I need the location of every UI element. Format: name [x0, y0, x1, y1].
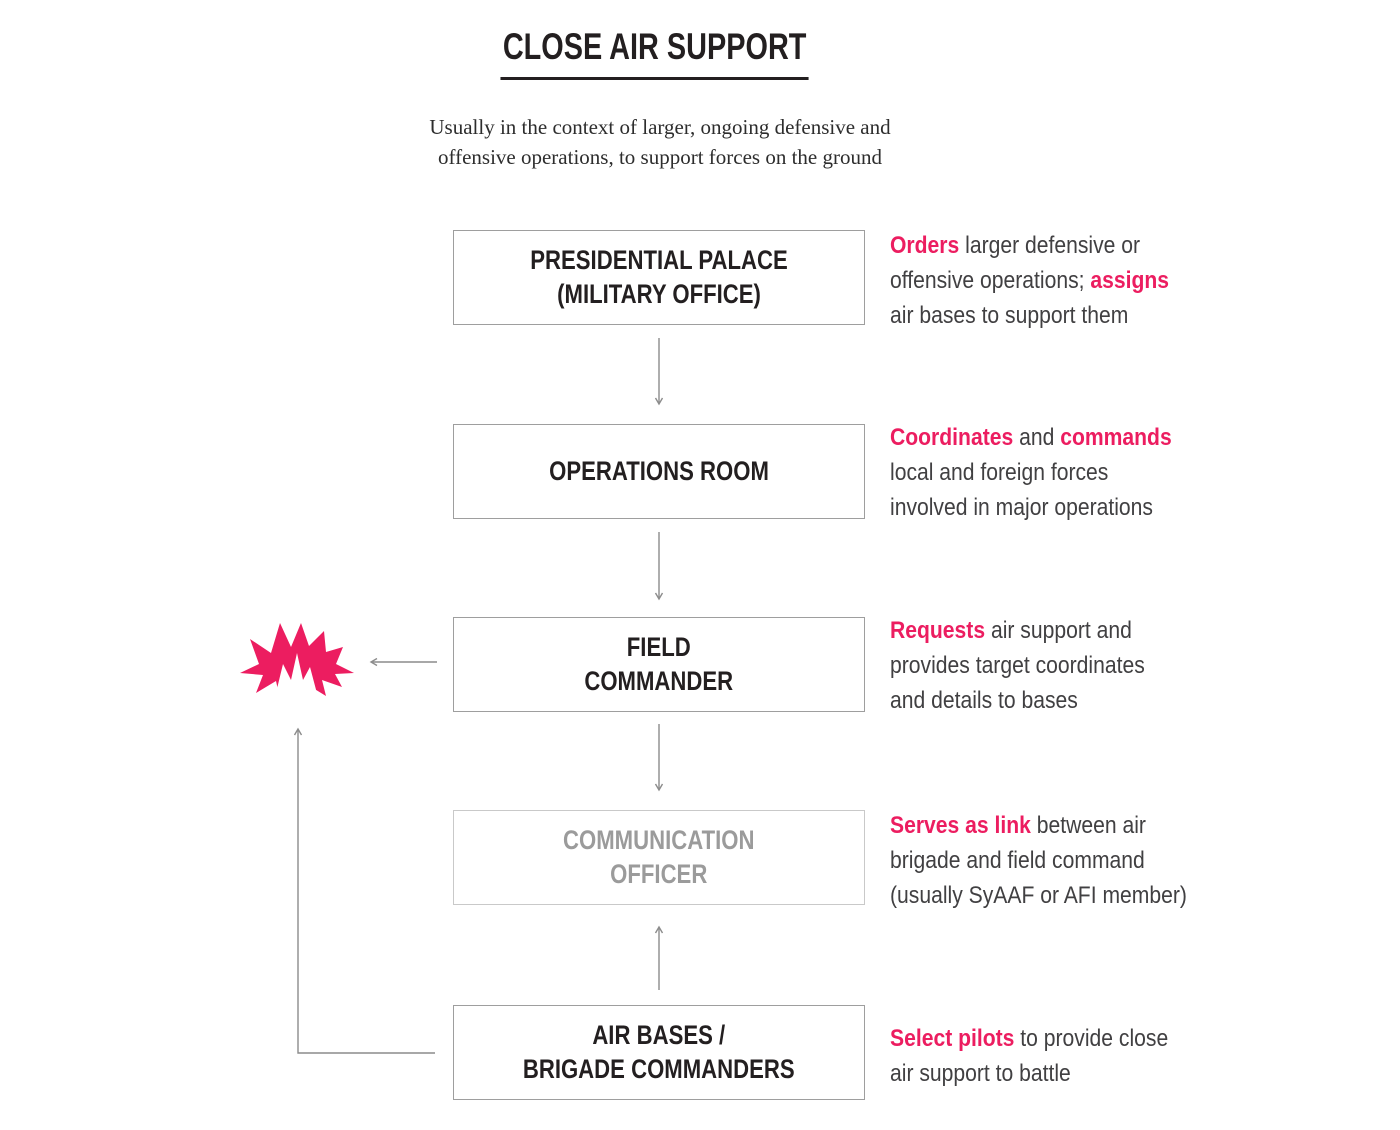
- annotation-text: provides target coordinates: [890, 652, 1145, 679]
- annotation-text: larger defensive or: [959, 232, 1141, 259]
- node-field-commander: FIELD COMMANDER: [453, 617, 865, 712]
- subtitle-line: Usually in the context of larger, ongoin…: [429, 115, 891, 139]
- node-presidential-palace: PRESIDENTIAL PALACE (MILITARY OFFICE): [453, 230, 865, 325]
- explosion-icon: [240, 623, 354, 701]
- node-operations-room: OPERATIONS ROOM: [453, 424, 865, 519]
- annotation-text: air support and: [985, 617, 1132, 644]
- annotation-field-commander: Requests air support and provides target…: [890, 613, 1194, 718]
- annotation-line: provides target coordinates: [890, 648, 1194, 683]
- node-label: PRESIDENTIAL PALACE (MILITARY OFFICE): [530, 245, 788, 309]
- page-title-text: CLOSE AIR SUPPORT: [500, 26, 810, 80]
- annotation-air-bases: Select pilots to provide close air suppo…: [890, 1021, 1194, 1091]
- annotation-line: Select pilots to provide close: [890, 1021, 1194, 1056]
- arrow-airbases-to-explosion: [293, 727, 435, 1054]
- node-label: OPERATIONS ROOM: [549, 455, 769, 486]
- node-label: AIR BASES / BRIGADE COMMANDERS: [523, 1020, 795, 1084]
- node-label: FIELD COMMANDER: [584, 632, 734, 696]
- annotation-text: and: [1013, 424, 1061, 451]
- annotation-operations-room: Coordinates and commands local and forei…: [890, 420, 1194, 525]
- annotation-line: Orders larger defensive or: [890, 228, 1194, 263]
- annotation-line: Requests air support and: [890, 613, 1194, 648]
- annotation-text: brigade and field command: [890, 847, 1145, 874]
- annotation-highlight: Select pilots: [890, 1025, 1015, 1052]
- annotation-highlight: Serves as link: [890, 812, 1031, 839]
- annotation-text: involved in major operations: [890, 494, 1153, 521]
- annotation-highlight: Requests: [890, 617, 986, 644]
- annotation-text: and details to bases: [890, 687, 1078, 714]
- annotation-text: between air: [1030, 812, 1146, 839]
- annotation-text: to provide close: [1014, 1025, 1169, 1052]
- annotation-text: air bases to support them: [890, 302, 1129, 329]
- annotation-line: air bases to support them: [890, 298, 1194, 333]
- annotation-highlight: commands: [1060, 424, 1172, 451]
- annotation-highlight: assigns: [1090, 267, 1170, 294]
- annotation-line: local and foreign forces: [890, 455, 1194, 490]
- node-communication-officer: COMMUNICATION OFFICER: [453, 810, 865, 905]
- annotation-line: involved in major operations: [890, 490, 1194, 525]
- annotation-text: air support to battle: [890, 1060, 1071, 1087]
- annotation-text: (usually SyAAF or AFI member): [890, 882, 1187, 909]
- annotation-text: local and foreign forces: [890, 459, 1109, 486]
- annotation-line: offensive operations; assigns: [890, 263, 1194, 298]
- annotation-line: air support to battle: [890, 1056, 1194, 1091]
- subtitle-line: offensive operations, to support forces …: [437, 145, 882, 169]
- annotation-line: Serves as link between air: [890, 808, 1194, 843]
- annotation-line: Coordinates and commands: [890, 420, 1194, 455]
- annotation-text: offensive operations;: [890, 267, 1091, 294]
- annotation-line: brigade and field command: [890, 843, 1194, 878]
- node-label: COMMUNICATION OFFICER: [563, 825, 755, 889]
- annotation-line: (usually SyAAF or AFI member): [890, 878, 1194, 913]
- annotation-line: and details to bases: [890, 683, 1194, 718]
- annotation-highlight: Orders: [890, 232, 960, 259]
- page-subtitle: Usually in the context of larger, ongoin…: [0, 112, 1320, 172]
- node-air-bases: AIR BASES / BRIGADE COMMANDERS: [453, 1005, 865, 1100]
- annotation-presidential-palace: Orders larger defensive or offensive ope…: [890, 228, 1194, 333]
- annotation-communication-officer: Serves as link between air brigade and f…: [890, 808, 1194, 913]
- annotation-highlight: Coordinates: [890, 424, 1014, 451]
- page-title: CLOSE AIR SUPPORT: [0, 26, 1310, 80]
